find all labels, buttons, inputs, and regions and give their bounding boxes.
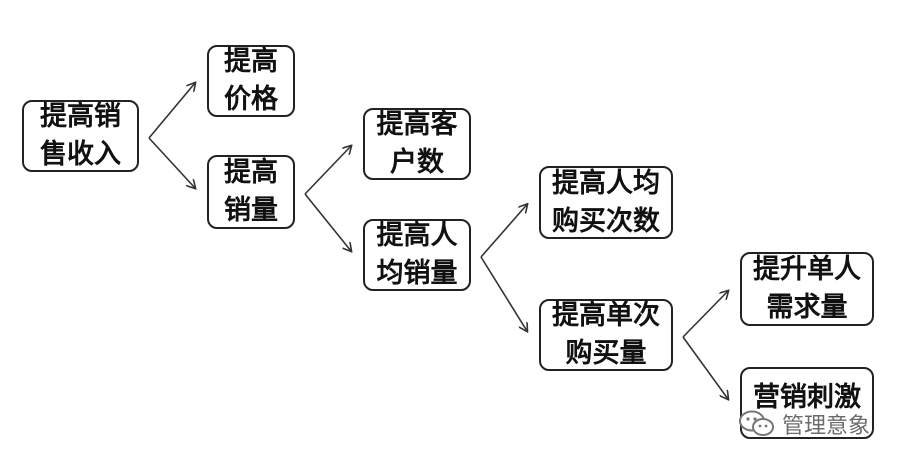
node-increase-single-purchase-quantity: 提高单次购买量 <box>539 299 673 371</box>
node-label-line1: 提高人均 <box>552 167 660 199</box>
node-increase-purchase-frequency: 提高人均购买次数 <box>539 166 673 239</box>
node-label-line2: 需求量 <box>766 292 848 323</box>
arrow-n1-to-n3 <box>148 137 195 188</box>
node-label-line1: 提高单次 <box>552 300 660 331</box>
node-label-line1: 营销刺激 <box>753 382 861 413</box>
node-increase-sales-volume: 提高销量 <box>207 155 295 229</box>
arrow-n7-to-n8 <box>682 291 728 338</box>
node-label-line2: 销量 <box>224 195 278 226</box>
arrow-n5-to-n6 <box>480 205 527 258</box>
node-label-line2: 售收入 <box>40 139 121 170</box>
node-label-line1: 提高 <box>224 46 278 77</box>
node-increase-per-capita-sales: 提高人均销量 <box>363 219 471 291</box>
node-label-line2: 价格 <box>224 84 278 115</box>
wechat-icon <box>739 410 774 436</box>
arrow-n3-to-n4 <box>304 146 351 195</box>
arrow-n1-to-n2 <box>148 83 195 139</box>
arrow-n3-to-n5 <box>304 193 351 251</box>
watermark-text: 管理意象 <box>782 414 871 439</box>
watermark: 管理意象 <box>738 408 870 440</box>
node-label-line2: 户数 <box>390 147 444 178</box>
node-label-line1: 提升单人 <box>753 254 861 285</box>
node-increase-individual-demand: 提升单人需求量 <box>740 252 874 326</box>
node-increase-customer-count: 提高客户数 <box>363 108 471 180</box>
node-label-line2: 购买量 <box>565 338 647 369</box>
node-label-line1: 提高销 <box>40 101 121 132</box>
arrow-n5-to-n7 <box>480 256 527 331</box>
node-label-line1: 提高人 <box>376 220 458 251</box>
node-label-line1: 提高客 <box>376 109 458 140</box>
node-increase-sales-revenue: 提高销售收入 <box>22 100 139 172</box>
node-label-line2: 均销量 <box>376 258 458 289</box>
node-increase-price: 提高价格 <box>207 45 295 117</box>
arrow-n7-to-n9 <box>682 336 728 399</box>
node-label-line1: 提高 <box>224 157 278 188</box>
node-label-line2: 购买次数 <box>552 205 660 237</box>
